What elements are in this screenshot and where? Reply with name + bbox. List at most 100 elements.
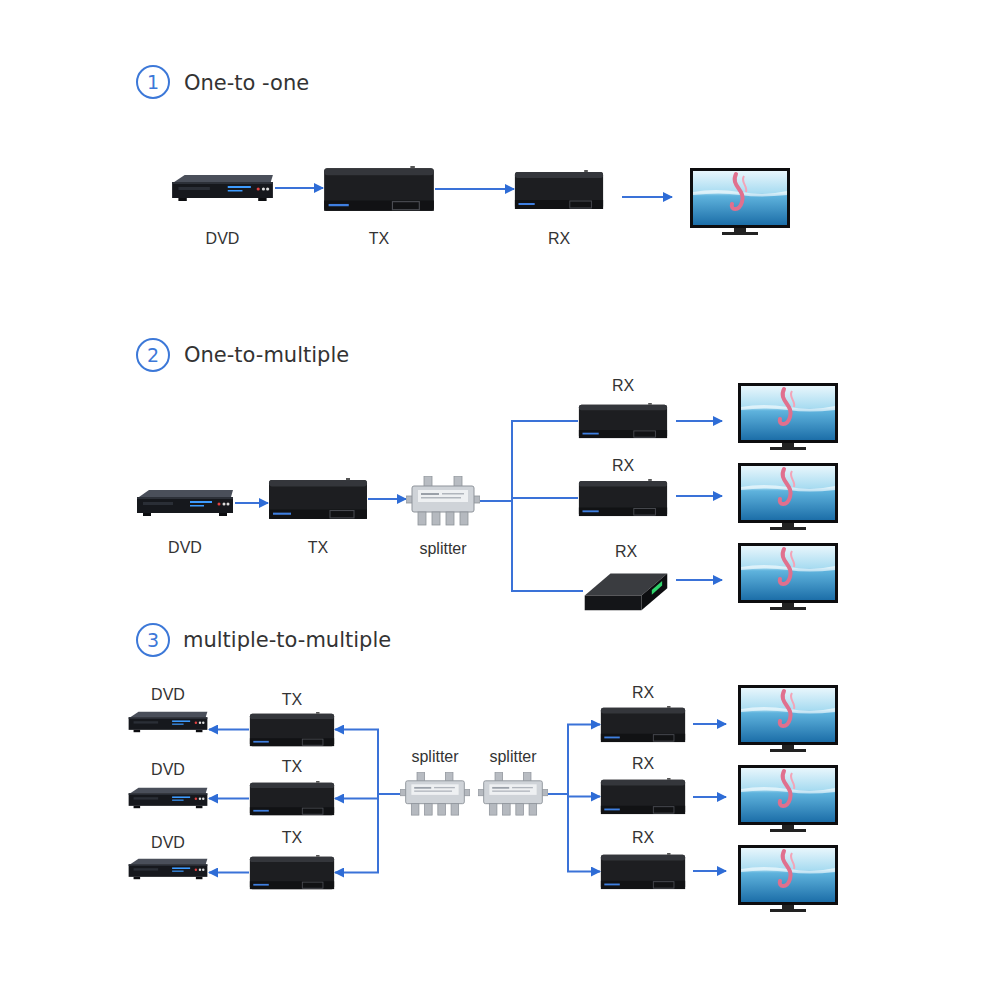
device-label: splitter <box>370 746 500 768</box>
tv-arrow <box>676 495 722 497</box>
extender-node: TX <box>323 166 435 250</box>
callout-number: 3 <box>138 625 168 655</box>
device-label: TX <box>219 827 365 849</box>
receiver-box <box>583 568 669 614</box>
section-title: One-to -one <box>184 70 309 96</box>
splitter-device <box>406 476 480 526</box>
tv-set <box>738 685 838 752</box>
dvd-node: DVD <box>135 489 235 559</box>
signal-connector <box>209 729 249 731</box>
dvd-player <box>127 787 209 809</box>
extender-box <box>514 170 604 210</box>
tv-set <box>738 463 838 530</box>
extender-node: TX <box>268 478 368 559</box>
dvd-player <box>170 174 275 202</box>
extender-node: RX <box>514 170 604 250</box>
device-art <box>170 174 275 202</box>
tv-set <box>738 845 838 912</box>
splitter-device <box>400 772 470 816</box>
device-label: RX <box>548 375 698 397</box>
splitter-device <box>478 772 548 816</box>
number-circle: 1 <box>136 65 170 99</box>
device-label: RX <box>484 228 634 250</box>
device-label: TX <box>219 689 365 711</box>
splitter-node: splitter <box>400 746 470 816</box>
tv-arrow <box>693 723 726 725</box>
signal-connector <box>335 794 400 873</box>
device-label: splitter <box>376 538 510 560</box>
device-label: RX <box>570 827 716 849</box>
number-circle: 2 <box>136 338 170 372</box>
tv-set <box>690 168 790 235</box>
tv-set <box>738 543 838 610</box>
device-art <box>600 778 686 815</box>
device-art <box>323 166 435 212</box>
extender-box <box>600 853 686 890</box>
tv-arrow <box>622 196 672 198</box>
extender-node: RX <box>578 455 668 517</box>
device-art <box>249 712 335 747</box>
extender-box <box>249 781 335 816</box>
device-art <box>127 787 209 809</box>
device-art <box>600 706 686 743</box>
dvd-node: DVD <box>127 684 209 733</box>
extender-node: TX <box>249 827 335 890</box>
dvd-player <box>135 489 235 517</box>
device-art <box>249 781 335 816</box>
dvd-player <box>127 858 209 880</box>
extender-node: RX <box>600 682 686 743</box>
device-label: RX <box>553 541 699 563</box>
device-art <box>400 772 470 816</box>
device-art <box>127 858 209 880</box>
dvd-player <box>127 711 209 733</box>
device-art <box>578 403 668 439</box>
device-label: TX <box>238 537 398 559</box>
device-label: DVD <box>105 537 265 559</box>
dvd-node: DVD <box>170 174 275 250</box>
device-art <box>600 853 686 890</box>
device-art <box>268 478 368 520</box>
device-art <box>135 489 235 517</box>
splitter-node: splitter <box>406 476 480 560</box>
device-label: DVD <box>97 684 239 706</box>
tv-set <box>738 383 838 450</box>
signal-connector <box>275 187 323 189</box>
tv-arrow <box>676 420 722 422</box>
extender-node: TX <box>249 689 335 747</box>
extender-box <box>578 403 668 439</box>
signal-connector <box>480 501 583 591</box>
device-art <box>249 855 335 890</box>
device-label: splitter <box>448 746 578 768</box>
extender-box <box>323 166 435 212</box>
section-title: multiple-to-multiple <box>183 627 391 653</box>
extender-node: RX <box>578 375 668 439</box>
device-label: DVD <box>97 832 239 854</box>
device-label: TX <box>219 756 365 778</box>
signal-connector <box>548 725 600 795</box>
extender-box <box>268 478 368 520</box>
extender-node: RX <box>600 753 686 815</box>
extender-box <box>600 778 686 815</box>
splitter-node: splitter <box>478 746 548 816</box>
device-label: DVD <box>97 759 239 781</box>
device-label: RX <box>570 682 716 704</box>
signal-connector <box>235 502 268 504</box>
device-label: DVD <box>140 228 305 250</box>
dvd-node: DVD <box>127 759 209 809</box>
device-label: TX <box>293 228 465 250</box>
section-title: One-to-multiple <box>184 342 349 368</box>
tv-arrow <box>676 579 722 581</box>
signal-connector <box>368 498 406 500</box>
tv-arrow <box>693 796 726 798</box>
callout-number: 2 <box>138 340 168 370</box>
device-art <box>578 479 668 517</box>
device-art <box>406 476 480 526</box>
device-art <box>478 772 548 816</box>
extender-box <box>600 706 686 743</box>
extender-box <box>249 855 335 890</box>
callout-number: 1 <box>138 67 168 97</box>
signal-connector <box>548 794 600 872</box>
device-label: RX <box>548 455 698 477</box>
